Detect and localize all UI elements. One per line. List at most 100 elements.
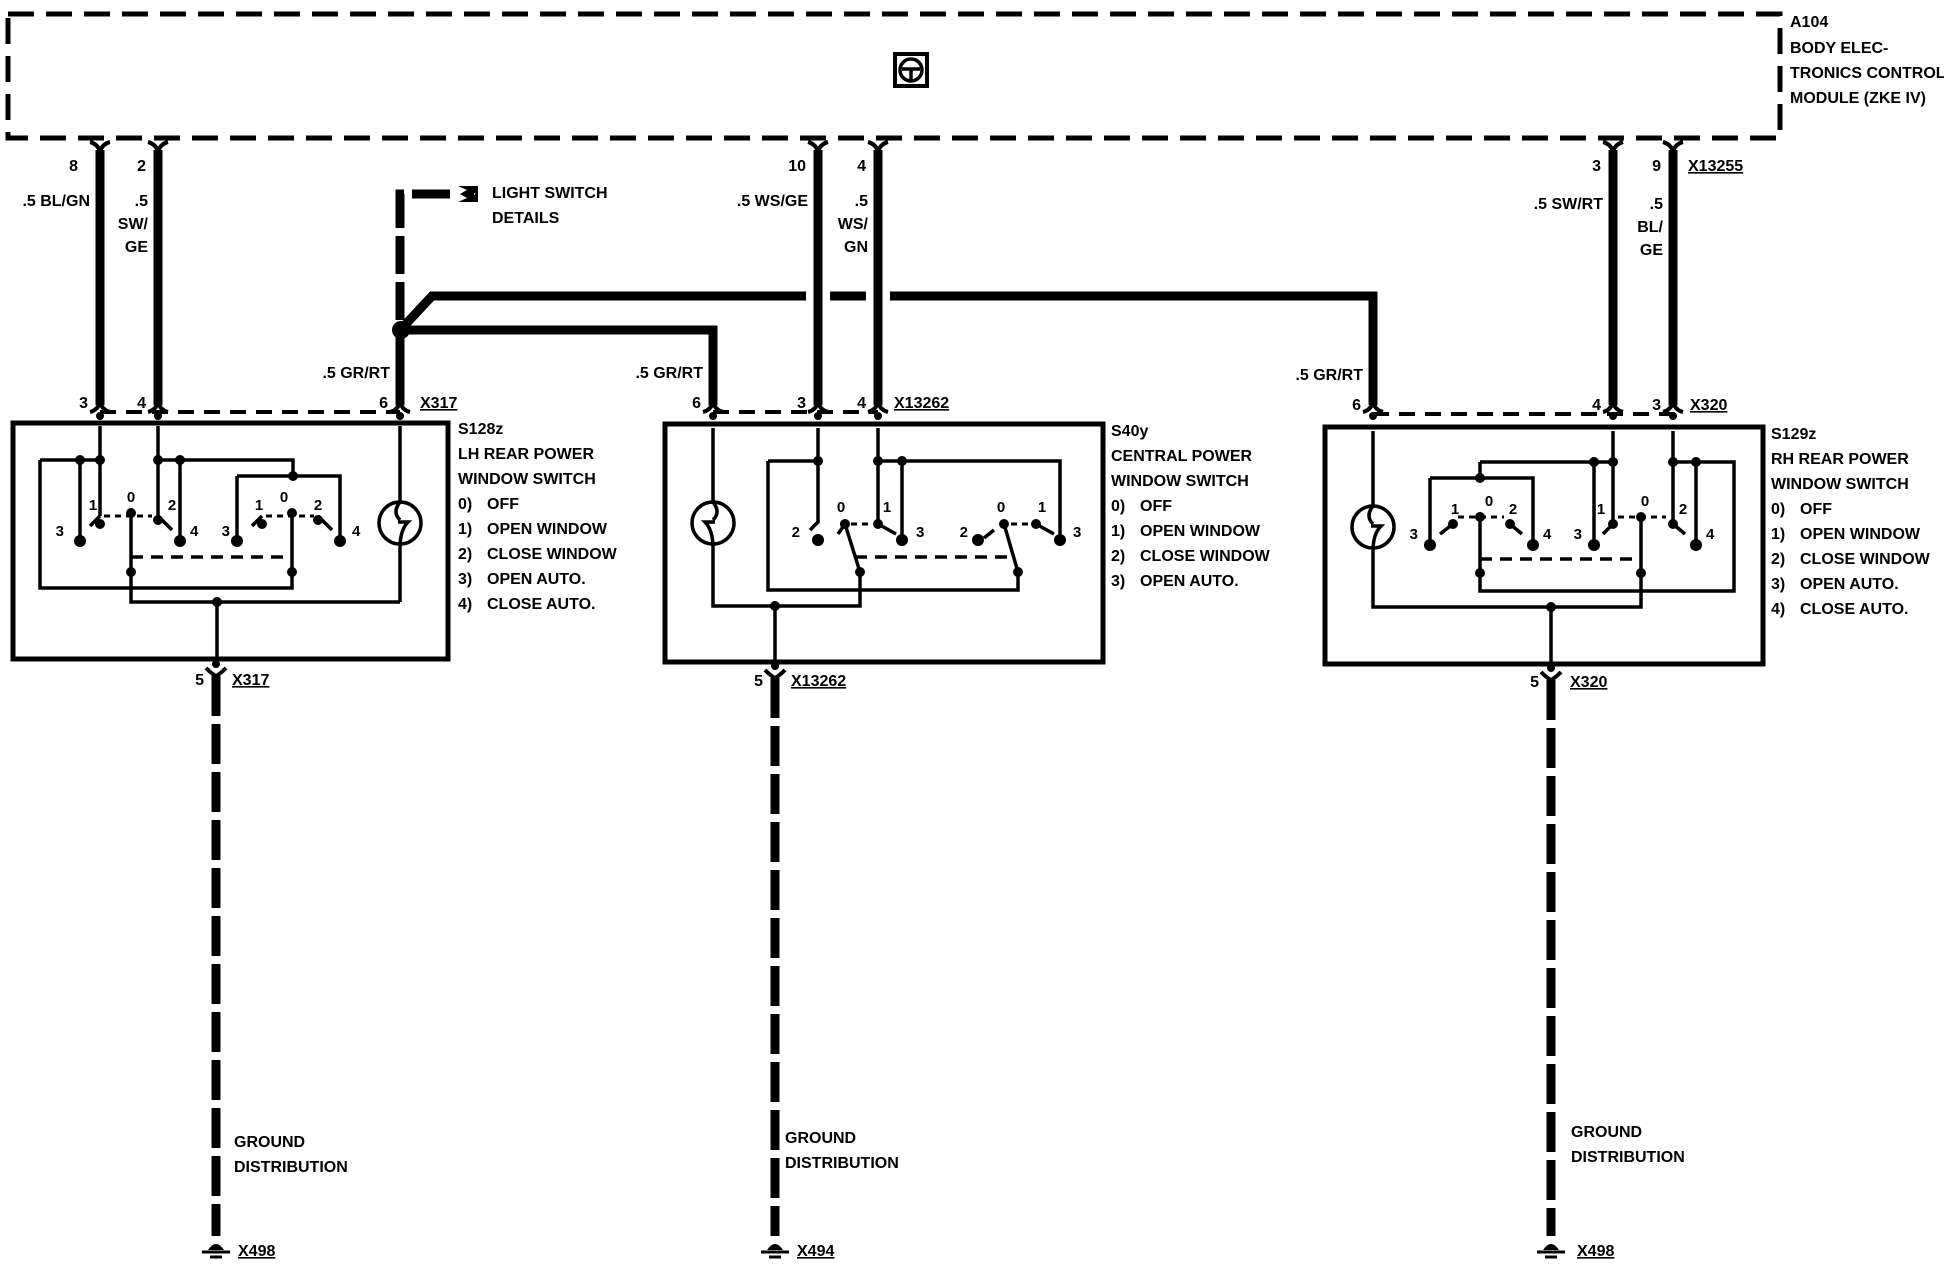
switch-title-2: WINDOW SWITCH — [1111, 473, 1249, 490]
rh-b-switch-pin: 3 — [1652, 397, 1661, 414]
ground-point: X498 — [1577, 1243, 1614, 1260]
switch-id: S129z — [1771, 426, 1816, 443]
contact-label: 1 — [1451, 501, 1459, 518]
position-list: 0)OFF 1)OPEN WINDOW 2)CLOSE WINDOW 3)OPE… — [1111, 498, 1271, 590]
svg-text:0): 0) — [1771, 501, 1785, 518]
module-name-line-3: MODULE (ZKE IV) — [1790, 90, 1926, 107]
rh-b-module-pin: 9 — [1652, 158, 1661, 175]
light-switch-feed: LIGHT SWITCH DETAILS .5 GR/RT 6 X317 — [322, 185, 1378, 422]
lh-b-wire-label-1: .5 — [135, 193, 148, 210]
rh-a-wire-label: .5 SW/RT — [1534, 196, 1604, 213]
module-dashed-outline — [5, 11, 1783, 141]
ground-icon — [761, 1244, 789, 1259]
svg-text:OFF: OFF — [1800, 501, 1832, 518]
c-b-wire-label-2: WS/ — [838, 216, 869, 233]
lh-b-module-pin: 2 — [137, 158, 146, 175]
ground-label-2: DISTRIBUTION — [785, 1155, 899, 1172]
rh-b-wire-label-2: BL/ — [1637, 219, 1663, 236]
contact-label: 3 — [1574, 526, 1582, 543]
ground-pin: 5 — [754, 673, 763, 690]
contact-label: 3 — [1073, 524, 1081, 541]
contact-label: 3 — [56, 523, 64, 540]
rh-a-module-pin: 3 — [1592, 158, 1601, 175]
rh-module-wires: 3 9 X13255 .5 SW/RT .5 BL/ GE .5 GR/RT 6… — [1295, 140, 1743, 422]
contact-label: 0 — [1641, 493, 1649, 510]
c-b-wire-label-1: .5 — [855, 193, 868, 210]
svg-text:4): 4) — [1771, 601, 1785, 618]
svg-text:3): 3) — [1111, 573, 1125, 590]
ground-label-1: GROUND — [234, 1134, 305, 1151]
switch-title-2: WINDOW SWITCH — [1771, 476, 1909, 493]
contact-label: 3 — [1410, 526, 1418, 543]
svg-text:CLOSE WINDOW: CLOSE WINDOW — [1140, 548, 1271, 565]
ground-icon — [202, 1244, 230, 1259]
svg-text:2): 2) — [458, 546, 472, 563]
contact-label: 4 — [1543, 526, 1552, 543]
contact-label: 2 — [1509, 501, 1517, 518]
rh-light-wire-label: .5 GR/RT — [1295, 367, 1363, 384]
rh-light-pin: 6 — [1352, 397, 1361, 414]
wire-gr-rt-to-rh[interactable] — [400, 291, 1378, 405]
ground-label-2: DISTRIBUTION — [1571, 1149, 1685, 1166]
switch-housing — [10, 420, 451, 662]
ground-point: X498 — [238, 1243, 275, 1260]
rh-module-connector-x13255: X13255 — [1688, 158, 1743, 175]
light-switch-ref-line-1: LIGHT SWITCH — [492, 185, 608, 202]
svg-text:2): 2) — [1771, 551, 1785, 568]
svg-text:CLOSE WINDOW: CLOSE WINDOW — [1800, 551, 1931, 568]
rh-b-wire-label-1: .5 — [1650, 196, 1663, 213]
svg-text:0): 0) — [1111, 498, 1125, 515]
lh-ground: 5 X317 GROUND DISTRIBUTION X498 — [195, 660, 348, 1260]
svg-text:1): 1) — [1111, 523, 1125, 540]
ground-connector: X13262 — [791, 673, 846, 690]
lamp-icon — [690, 500, 736, 549]
ground-icon — [1537, 1244, 1565, 1259]
ground-pin: 5 — [195, 672, 204, 689]
ground-connector: X317 — [232, 672, 269, 689]
c-b-module-pin: 4 — [857, 158, 866, 175]
lh-b-switch-pin: 4 — [137, 395, 146, 412]
contact-label: 1 — [883, 499, 891, 516]
svg-text:OPEN AUTO.: OPEN AUTO. — [1140, 573, 1239, 590]
contact-label: 4 — [1706, 526, 1715, 543]
contact-label: 3 — [222, 523, 230, 540]
svg-text:0): 0) — [458, 496, 472, 513]
rh-ground: 5 X320 GROUND DISTRIBUTION X498 — [1530, 664, 1685, 1260]
position-list: 0)OFF 1)OPEN WINDOW 2)CLOSE WINDOW 3)OPE… — [1771, 501, 1931, 618]
central-power-window-switch[interactable]: 2 0 1 3 2 0 1 3 S40y CENTRAL POWER WINDO… — [662, 421, 1271, 665]
svg-text:OPEN AUTO.: OPEN AUTO. — [1800, 576, 1899, 593]
position-list: 0)OFF 1)OPEN WINDOW 2)CLOSE WINDOW 3)OPE… — [458, 496, 618, 613]
switch-title-1: CENTRAL POWER — [1111, 448, 1252, 465]
svg-text:OPEN WINDOW: OPEN WINDOW — [487, 521, 608, 538]
ground-point: X494 — [797, 1243, 834, 1260]
c-b-switch-pin: 4 — [857, 395, 866, 412]
rh-a-switch-pin: 4 — [1592, 397, 1601, 414]
contact-label: 0 — [837, 499, 845, 516]
contact-label: 1 — [89, 497, 97, 514]
wire-gr-rt-to-central[interactable] — [408, 325, 718, 405]
ground-label-2: DISTRIBUTION — [234, 1159, 348, 1176]
contact-label: 2 — [168, 497, 176, 514]
switch-title-1: LH REAR POWER — [458, 446, 594, 463]
ground-label-1: GROUND — [785, 1130, 856, 1147]
svg-text:OFF: OFF — [1140, 498, 1172, 515]
switch-title-1: RH REAR POWER — [1771, 451, 1909, 468]
lamp-icon — [1350, 504, 1396, 552]
svg-text:OPEN WINDOW: OPEN WINDOW — [1800, 526, 1921, 543]
contact-label: 0 — [1485, 493, 1493, 510]
rh-rear-power-window-switch[interactable]: 3 1 0 2 4 3 1 0 2 4 S129z RH REAR POWER … — [1322, 424, 1931, 667]
c-a-module-pin: 10 — [788, 158, 806, 175]
lh-connector-x317: X317 — [420, 395, 457, 412]
contact-label: 2 — [1679, 501, 1687, 518]
lh-a-module-pin: 8 — [69, 158, 78, 175]
svg-text:3): 3) — [458, 571, 472, 588]
module-name-line-1: BODY ELEC- — [1790, 40, 1888, 57]
lh-rear-power-window-switch[interactable]: 3 1 0 2 4 3 1 0 2 4 S128z LH REAR POWER … — [10, 420, 618, 662]
lh-light-pin: 6 — [379, 395, 388, 412]
contact-label: 2 — [314, 497, 322, 514]
svg-text:2): 2) — [1111, 548, 1125, 565]
contact-label: 2 — [960, 524, 968, 541]
c-light-wire-label: .5 GR/RT — [635, 365, 703, 382]
steering-wheel-icon — [893, 52, 929, 88]
